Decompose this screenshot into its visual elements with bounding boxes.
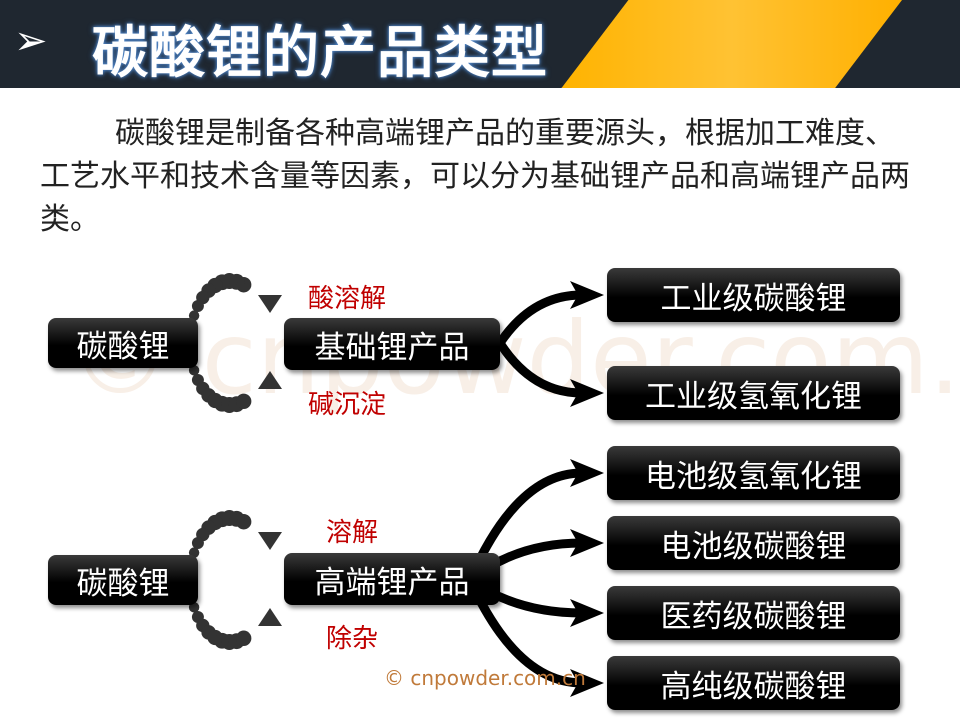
dot (235, 630, 252, 646)
arrowhead-icon (570, 379, 604, 407)
intro-paragraph: 碳酸锂是制备各种高端锂产品的重要源头，根据加工难度、工艺水平和技术含量等因素，可… (40, 116, 910, 237)
header-divider (0, 88, 960, 92)
arrow-down-icon (258, 532, 282, 550)
process-label-top-2: 溶解 (326, 518, 379, 548)
decorative-band (560, 0, 902, 90)
arrowhead-icon (570, 669, 604, 697)
dot (191, 299, 204, 312)
arrow-up-icon (258, 371, 282, 389)
dot (235, 393, 252, 409)
output-box: 电池级氢氧化锂 (607, 446, 900, 500)
output-box: 医药级碳酸锂 (607, 586, 900, 640)
source-box-2: 碳酸锂 (48, 555, 198, 605)
output-box: 高纯级碳酸锂 (607, 656, 900, 710)
arrowhead-icon (570, 529, 604, 557)
arrow-up-icon (258, 608, 282, 626)
curved-arrow (495, 290, 587, 348)
source-box-1: 碳酸锂 (48, 318, 198, 368)
product-box-premium: 高端锂产品 (284, 553, 500, 605)
arrowhead-icon (570, 599, 604, 627)
dot (191, 536, 204, 549)
watermark-small: © cnpowder.com.cn (384, 666, 586, 690)
slide-header: ➢ 碳酸锂的产品类型 (0, 0, 960, 92)
arrowhead-icon (570, 459, 604, 487)
curved-arrow (495, 338, 587, 398)
arrow-down-icon (258, 295, 282, 313)
process-label-bottom-2: 除杂 (326, 624, 379, 654)
chevron-right-icon: ➢ (14, 18, 48, 64)
process-label-bottom-1: 碱沉淀 (308, 390, 387, 420)
output-box: 工业级氢氧化锂 (607, 366, 900, 420)
arrowhead-icon (570, 281, 604, 309)
output-box: 电池级碳酸锂 (607, 516, 900, 570)
process-label-top-1: 酸溶解 (308, 284, 387, 314)
product-box-basic: 基础锂产品 (284, 318, 500, 370)
slide-title: 碳酸锂的产品类型 (92, 21, 548, 86)
output-box: 工业级碳酸锂 (607, 268, 900, 322)
